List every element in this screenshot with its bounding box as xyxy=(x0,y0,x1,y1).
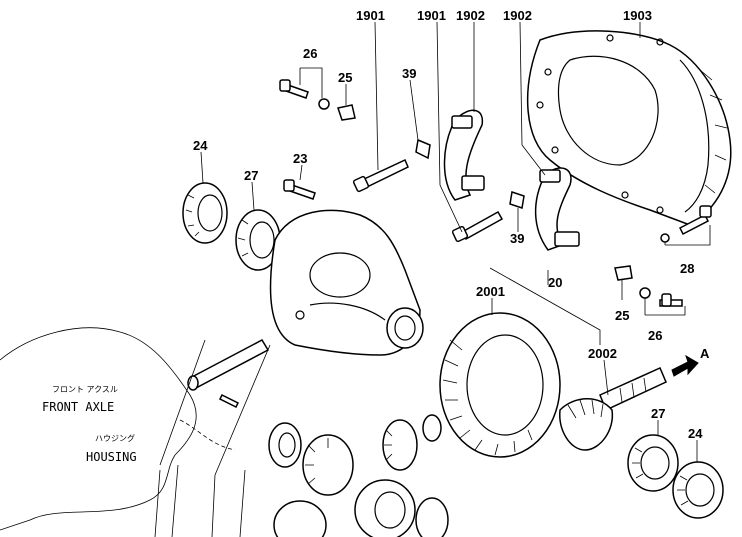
housing-note-en-2: HOUSING xyxy=(86,450,137,464)
bearing-24-left xyxy=(182,182,228,244)
pinion-shaft xyxy=(187,339,270,391)
differential-case xyxy=(269,209,424,356)
label-28: 28 xyxy=(680,261,694,276)
bolt-26-b xyxy=(659,293,683,307)
bearing-24-right xyxy=(672,461,724,519)
bolt-23 xyxy=(283,179,316,200)
label-27-right: 27 xyxy=(651,406,665,421)
label-1902-a: 1902 xyxy=(456,8,485,23)
label-a: A xyxy=(700,346,710,361)
guide-lines-lower xyxy=(154,339,271,537)
lock-plate-39-a xyxy=(415,138,431,160)
label-1903: 1903 xyxy=(623,8,652,23)
pinion-gear-right xyxy=(382,419,418,471)
label-27-left: 27 xyxy=(244,168,258,183)
label-24-left: 24 xyxy=(193,138,208,153)
bearing-27-right xyxy=(627,434,679,492)
label-25-b: 25 xyxy=(615,308,629,323)
side-gear-left-lower xyxy=(273,500,327,537)
housing-note-jp-2: ハウジング xyxy=(95,433,135,443)
bearing-27-left xyxy=(235,209,281,271)
label-25-a: 25 xyxy=(338,70,352,85)
drive-pinion-2002 xyxy=(559,367,667,451)
thrust-washer-right xyxy=(422,414,442,442)
housing-note-en-1: FRONT AXLE xyxy=(42,400,114,414)
label-2002: 2002 xyxy=(588,346,617,361)
washer-28 xyxy=(660,233,670,243)
front-axle-housing-outline xyxy=(0,327,197,531)
label-2001: 2001 xyxy=(476,284,505,299)
bearing-cap-1902-upper xyxy=(443,109,485,201)
washer-26-a xyxy=(318,98,330,110)
label-20: 20 xyxy=(548,275,562,290)
lock-plate-25-a xyxy=(337,104,356,121)
label-39-a: 39 xyxy=(402,66,416,81)
label-26-b: 26 xyxy=(648,328,662,343)
thrust-washer-left xyxy=(268,422,302,468)
pin xyxy=(218,393,240,409)
diff-cover-1903 xyxy=(526,30,732,226)
bearing-cap-1902-lower xyxy=(534,167,580,251)
label-1902-b: 1902 xyxy=(503,8,532,23)
lock-plate-39-b xyxy=(509,191,525,209)
label-39-b: 39 xyxy=(510,231,524,246)
ring-gear-2001 xyxy=(439,312,561,458)
housing-dash xyxy=(179,419,236,451)
bolt-1901-b xyxy=(451,210,504,243)
lock-plate-25-b xyxy=(614,265,633,281)
label-24-right: 24 xyxy=(688,426,703,441)
side-gear-lower xyxy=(354,479,416,537)
bolt-1901-a xyxy=(352,158,409,193)
label-26-a: 26 xyxy=(303,46,317,61)
leader-lines xyxy=(200,21,711,462)
washer-lower-right xyxy=(415,497,449,537)
housing-note-jp-1: フロント アクスル xyxy=(52,385,118,394)
thrust-washer-left-hole xyxy=(278,432,296,458)
pinion-gear-left xyxy=(302,434,354,496)
label-23: 23 xyxy=(293,151,307,166)
bolt-28 xyxy=(678,205,712,236)
label-1901-a: 1901 xyxy=(356,8,385,23)
direction-arrow-a xyxy=(671,354,699,377)
bolt-26-a xyxy=(279,79,309,99)
label-1901-b: 1901 xyxy=(417,8,446,23)
washer-26-b xyxy=(639,287,651,299)
